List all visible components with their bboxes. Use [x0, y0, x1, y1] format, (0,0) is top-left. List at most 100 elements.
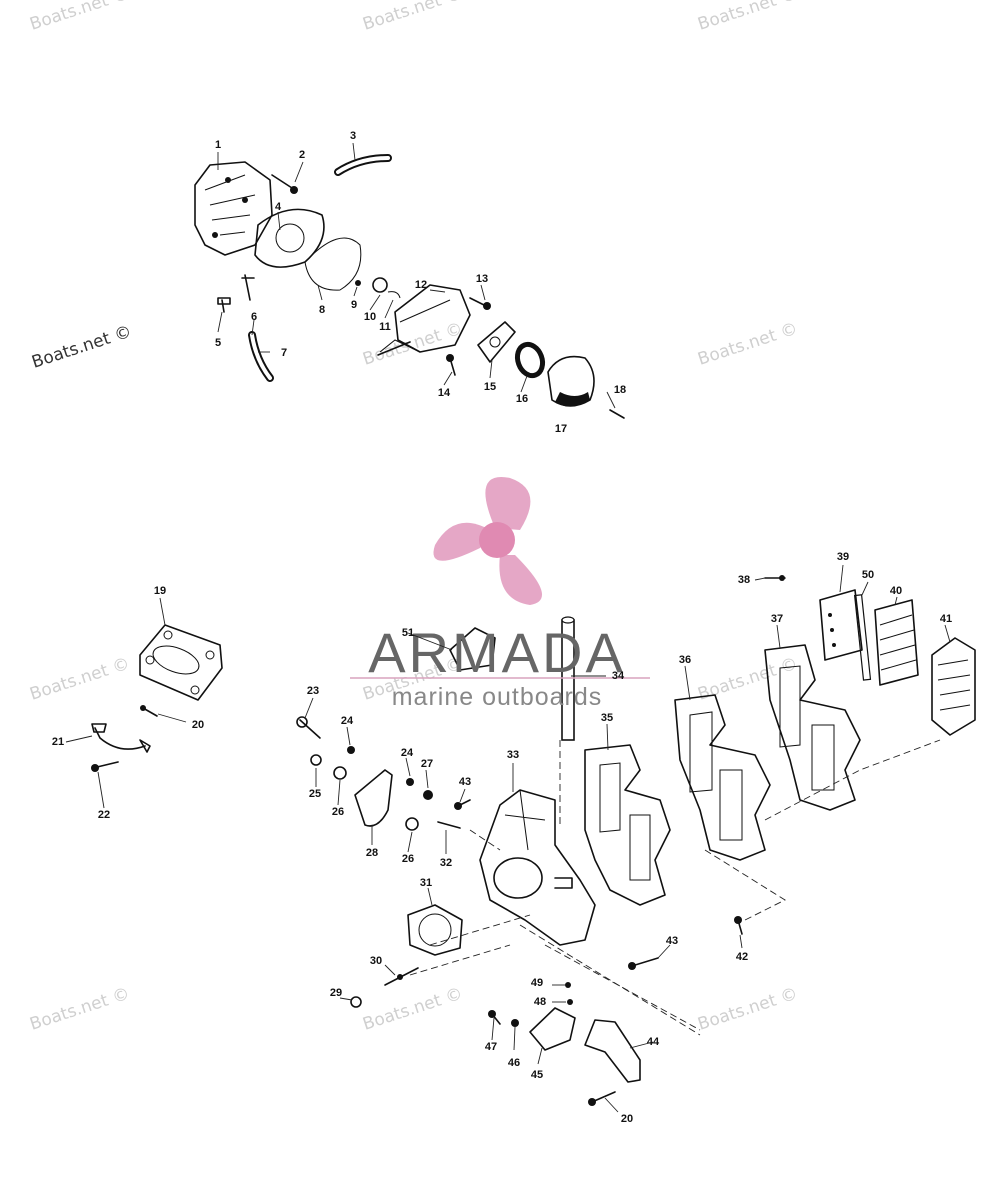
callout-3: 3	[350, 130, 356, 142]
callout-24: 24	[341, 715, 354, 727]
part-48-washer	[567, 999, 573, 1005]
callout-33: 33	[507, 749, 519, 761]
part-8-diaphragm	[304, 237, 362, 291]
callout-18: 18	[614, 384, 626, 396]
callout-38: 38	[738, 574, 750, 586]
part-18-screw	[609, 409, 625, 419]
part-39-stop	[819, 589, 863, 661]
callout-51: 51	[402, 627, 414, 639]
propeller-hub	[479, 522, 515, 558]
part-50-strip	[853, 594, 872, 681]
top-assembly	[194, 154, 625, 419]
part-40-reeds	[874, 599, 919, 686]
part-6-fitting	[241, 274, 255, 301]
callout-43: 43	[666, 935, 678, 947]
part-41-reed-block	[931, 637, 976, 736]
callout-15: 15	[484, 381, 496, 393]
watermark: Boats.net ©	[695, 319, 800, 370]
callout-31: 31	[420, 877, 432, 889]
part-46-nut	[511, 1019, 519, 1027]
part-26-washer	[333, 766, 347, 780]
callout-39: 39	[837, 551, 849, 563]
callout-25: 25	[309, 788, 321, 800]
part-4-gasket	[254, 208, 325, 268]
callout-44: 44	[647, 1036, 660, 1048]
callout-35: 35	[601, 712, 613, 724]
callout-21: 21	[52, 736, 64, 748]
part-36-plate	[674, 694, 771, 861]
callout-27: 27	[421, 758, 433, 770]
callout-19: 19	[154, 585, 166, 597]
part-20-screw	[591, 1091, 616, 1103]
propeller-blade	[485, 477, 531, 530]
callout-7: 7	[281, 347, 287, 359]
part-16-seal	[514, 341, 546, 379]
callout-34: 34	[612, 670, 625, 682]
part-9-ball	[355, 280, 361, 286]
callout-1: 1	[215, 139, 221, 151]
part-31-gasket	[407, 904, 463, 956]
callout-24: 24	[401, 747, 414, 759]
callout-17: 17	[555, 423, 567, 435]
callout-13: 13	[476, 273, 488, 285]
part-27-nut	[423, 790, 433, 800]
callout-9: 9	[351, 299, 357, 311]
callout-45: 45	[531, 1069, 543, 1081]
part-51-cover	[449, 627, 496, 671]
callout-30: 30	[370, 955, 382, 967]
part-37-gasket	[764, 644, 861, 811]
part-35-gasket	[584, 744, 671, 906]
callout-5: 5	[215, 337, 221, 349]
watermark: Boats.net ©	[695, 984, 800, 1035]
part-25-bushing	[310, 754, 322, 766]
callout-42: 42	[736, 951, 748, 963]
callout-14: 14	[438, 387, 451, 399]
part-10-clip	[387, 291, 401, 299]
part-19-plate	[139, 624, 223, 701]
part-1-carburetor-body	[194, 161, 273, 256]
propeller-blade	[433, 522, 490, 561]
watermark: Boats.net ©	[27, 654, 132, 705]
part-24-nut	[406, 778, 414, 786]
callout-32: 32	[440, 857, 452, 869]
part-12-pump-body	[394, 284, 471, 353]
callout-43: 43	[459, 776, 471, 788]
part-32-pin	[437, 821, 461, 829]
left-assembly	[91, 624, 223, 772]
callout-50: 50	[862, 569, 874, 581]
callout-10: 10	[364, 311, 376, 323]
part-23-fitting	[299, 719, 321, 739]
callout-40: 40	[890, 585, 902, 597]
callout-48: 48	[534, 996, 546, 1008]
armada-logo: ARMADA marine outboards	[350, 477, 650, 711]
watermark: Boats.net ©	[695, 654, 800, 705]
callout-26: 26	[332, 806, 344, 818]
callout-29: 29	[330, 987, 342, 999]
callout-20: 20	[192, 719, 204, 731]
part-2-screw	[271, 174, 293, 189]
callout-23: 23	[307, 685, 319, 697]
callout-16: 16	[516, 393, 528, 405]
part-29-nut	[350, 996, 362, 1008]
callout-4: 4	[275, 201, 282, 213]
callout-46: 46	[508, 1057, 520, 1069]
watermark: Boats.net ©	[27, 984, 132, 1035]
part-5-bolt	[217, 297, 231, 313]
callout-28: 28	[366, 847, 378, 859]
part-33-manifold	[479, 789, 596, 946]
callout-47: 47	[485, 1041, 497, 1053]
part-11-rod	[377, 341, 411, 356]
part-45-block	[529, 1007, 576, 1051]
brand-tagline: marine outboards	[392, 683, 603, 711]
intake-assembly	[296, 575, 976, 1106]
watermark: Boats.net ©	[695, 0, 800, 35]
callout-26: 26	[402, 853, 414, 865]
watermark: Boats.net ©	[29, 322, 134, 373]
watermark: Boats.net ©	[360, 0, 465, 35]
watermark: Boats.net ©	[360, 984, 465, 1035]
part-28-bracket	[354, 769, 393, 827]
part-10-valve	[372, 277, 388, 293]
part-43-bolt	[631, 957, 659, 967]
callout-20: 20	[621, 1113, 633, 1125]
